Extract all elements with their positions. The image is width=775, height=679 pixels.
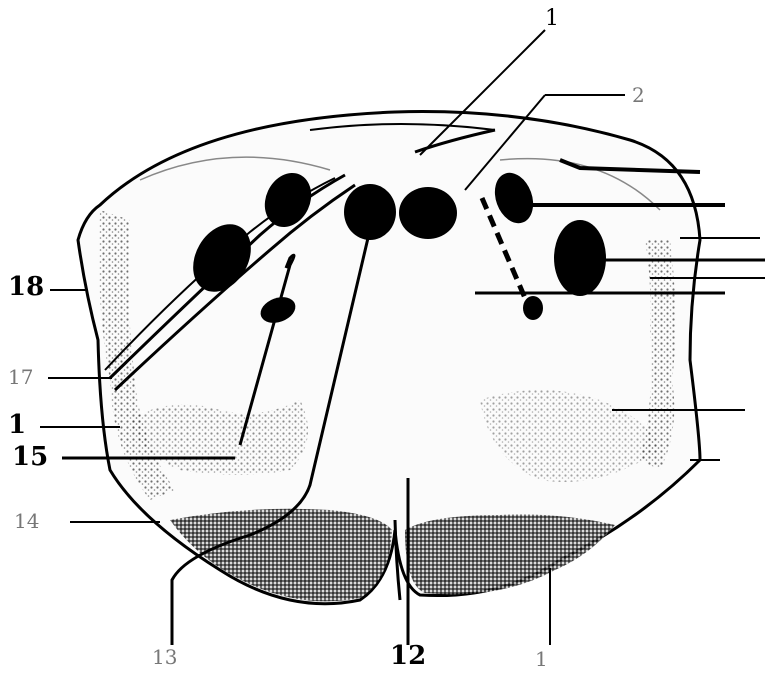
label-bottom-13: 13 <box>152 646 177 668</box>
label-bottom-1: 1 <box>535 648 548 670</box>
label-bottom-12: 12 <box>390 645 426 667</box>
ventral-mass-right <box>405 514 615 594</box>
nucleus-small-right <box>523 296 543 320</box>
label-left-15: 15 <box>12 446 48 468</box>
label-left-1: 1 <box>8 414 26 436</box>
label-left-17: 17 <box>8 366 33 388</box>
label-top-2: 2 <box>632 84 645 106</box>
label-top-1: 1 <box>545 8 559 30</box>
nucleus-center-left <box>344 184 396 240</box>
nucleus-center-right <box>399 187 457 239</box>
label-left-14: 14 <box>14 510 39 532</box>
nucleus-right-large <box>554 220 606 296</box>
label-left-18: 18 <box>8 276 44 298</box>
ventral-mass-left <box>170 509 392 602</box>
